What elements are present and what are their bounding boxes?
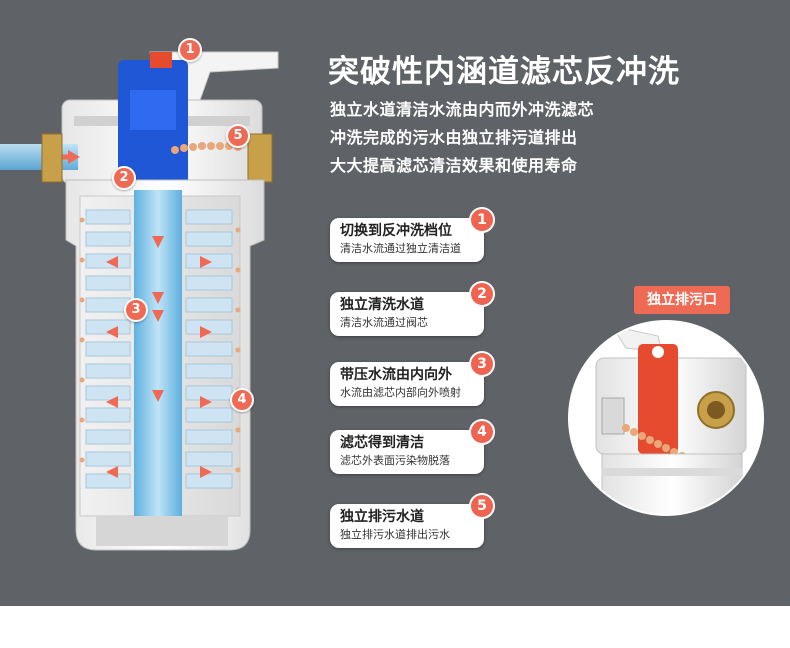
step-title: 独立清洗水道	[340, 297, 424, 313]
description-line-3: 大大提高滤芯清洁效果和使用寿命	[330, 156, 578, 175]
step-title: 切换到反冲洗档位	[340, 223, 452, 239]
marker-1: 1	[178, 38, 202, 62]
drain-outlet-label: 独立排污口	[634, 286, 730, 314]
description-line-1: 独立水道清洁水流由内而外冲洗滤芯	[330, 100, 595, 119]
step-subtitle: 清洁水流通过阀芯	[340, 316, 428, 329]
step-card-1: 切换到反冲洗档位 清洁水流通过独立清洁道 1	[330, 207, 495, 262]
step-subtitle: 清洁水流通过独立清洁道	[340, 242, 461, 255]
step-badge: 2	[469, 281, 495, 307]
step-badge: 5	[469, 493, 495, 519]
step-card-3: 带压水流由内向外 水流由滤芯内部向外喷射 3	[330, 351, 495, 406]
bottom-strip	[0, 606, 790, 648]
step-card-5: 独立排污水道 独立排污水道排出污水 5	[330, 493, 495, 548]
step-badge: 1	[469, 207, 495, 233]
main-panel: 1 2 3 4 5 突破性内涵道滤芯反冲洗 独立水道清洁水流由内而外冲洗滤芯 冲…	[0, 0, 790, 606]
headline: 突破性内涵道滤芯反冲洗	[328, 54, 680, 90]
marker-5: 5	[226, 124, 250, 148]
step-title: 滤芯得到清洁	[340, 435, 424, 451]
filter-cutaway-icon	[0, 51, 279, 551]
step-title: 独立排污水道	[340, 509, 424, 525]
step-subtitle: 独立排污水道排出污水	[340, 528, 450, 541]
step-badge: 4	[469, 419, 495, 445]
step-badge: 3	[469, 351, 495, 377]
step-title: 带压水流由内向外	[340, 367, 452, 383]
step-card-2: 独立清洗水道 清洁水流通过阀芯 2	[330, 281, 495, 336]
step-subtitle: 滤芯外表面污染物脱落	[340, 454, 450, 467]
marker-2: 2	[112, 166, 136, 190]
marker-4: 4	[230, 388, 254, 412]
description-line-2: 冲洗完成的污水由独立排污道排出	[330, 128, 578, 147]
step-card-4: 滤芯得到清洁 滤芯外表面污染物脱落 4	[330, 419, 495, 474]
drain-closeup-icon	[568, 320, 764, 516]
step-subtitle: 水流由滤芯内部向外喷射	[340, 386, 461, 399]
marker-3: 3	[124, 298, 148, 322]
